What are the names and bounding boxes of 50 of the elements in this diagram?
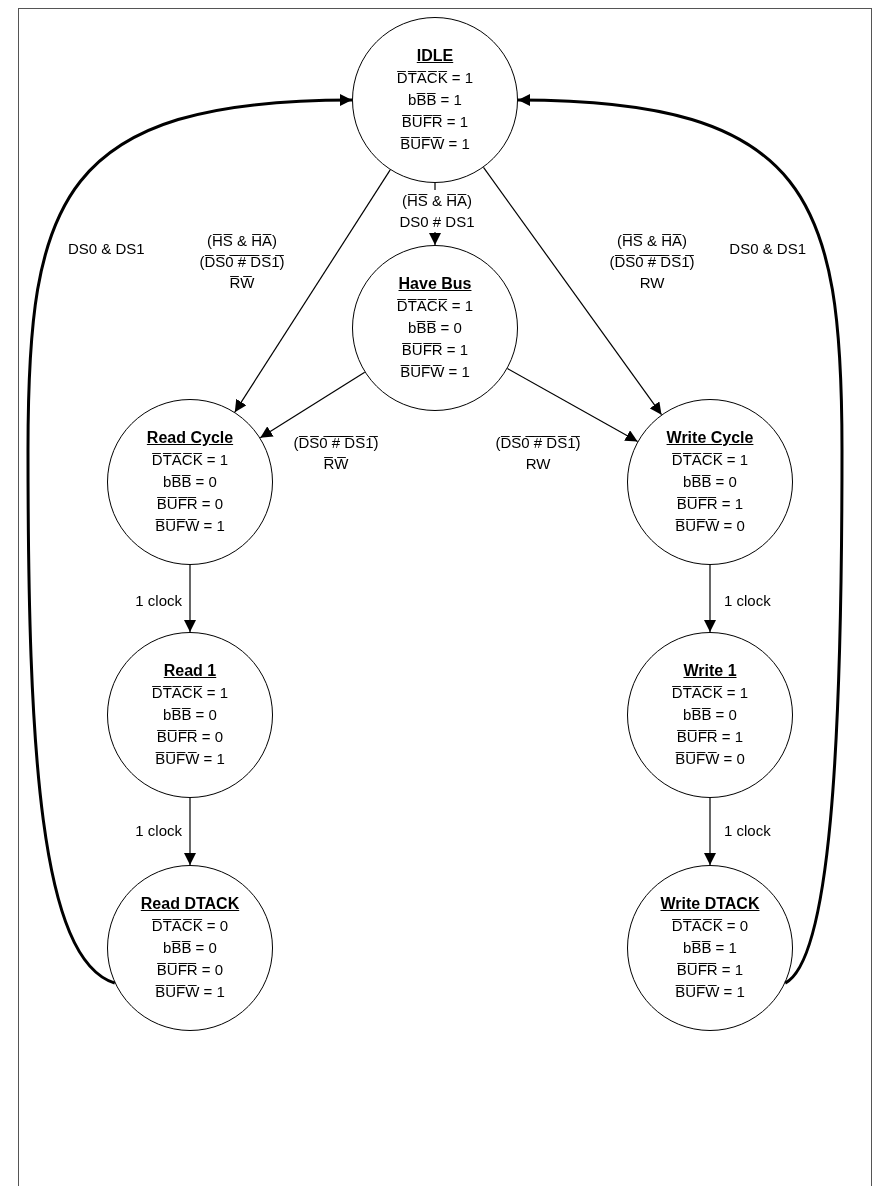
state-output: B̅U̅F̅R̅ = 1	[676, 727, 744, 747]
state-output: B̅U̅F̅W̅ = 1	[400, 362, 470, 382]
state-output: bB̅B̅ = 0	[683, 472, 737, 492]
state-output: B̅U̅F̅R̅ = 1	[676, 494, 744, 514]
state-output: B̅U̅F̅W̅ = 0	[675, 749, 745, 769]
state-output: D̅T̅A̅C̅K̅ = 1	[671, 450, 749, 470]
state-output: B̅U̅F̅R̅ = 1	[401, 340, 469, 360]
state-name: Read DTACK	[140, 894, 240, 914]
state-name: Write Cycle	[666, 428, 754, 448]
state-output: bB̅B̅ = 0	[163, 472, 217, 492]
state-output: bB̅B̅ = 0	[163, 938, 217, 958]
transition-arrow	[259, 371, 366, 439]
state-output: bB̅B̅ = 0	[408, 318, 462, 338]
state-output: B̅U̅F̅W̅ = 1	[155, 982, 225, 1002]
state-output: bB̅B̅ = 1	[683, 938, 737, 958]
transition-arrow	[184, 797, 196, 866]
state-output: D̅T̅A̅C̅K̅ = 1	[396, 296, 474, 316]
state-output: B̅U̅F̅W̅ = 1	[675, 982, 745, 1002]
state-output: D̅T̅A̅C̅K̅ = 0	[671, 916, 749, 936]
state-name: IDLE	[416, 46, 454, 66]
state-output: D̅T̅A̅C̅K̅ = 1	[671, 683, 749, 703]
state-name: Write 1	[683, 661, 737, 681]
transition-arrow	[482, 166, 663, 416]
state-name: Have Bus	[398, 274, 472, 294]
state-name: Write DTACK	[660, 894, 760, 914]
state-output: D̅T̅A̅C̅K̅ = 0	[151, 916, 229, 936]
transition-arrow	[517, 94, 844, 985]
state-output: B̅U̅F̅R̅ = 1	[401, 112, 469, 132]
state-output: bB̅B̅ = 0	[163, 705, 217, 725]
state-output: B̅U̅F̅W̅ = 1	[155, 749, 225, 769]
transition-arrow	[704, 797, 716, 866]
state-name: Read 1	[163, 661, 217, 681]
state-output: B̅U̅F̅R̅ = 0	[156, 494, 224, 514]
state-output: B̅U̅F̅R̅ = 1	[676, 960, 744, 980]
state-output: B̅U̅F̅R̅ = 0	[156, 727, 224, 747]
transition-arrow	[26, 94, 353, 985]
state-name: Read Cycle	[146, 428, 234, 448]
transition-arrow	[506, 367, 639, 443]
state-output: B̅U̅F̅W̅ = 1	[400, 134, 470, 154]
state-output: D̅T̅A̅C̅K̅ = 1	[396, 68, 474, 88]
state-output: bB̅B̅ = 1	[408, 90, 462, 110]
transition-arrow	[184, 564, 196, 633]
state-output: B̅U̅F̅W̅ = 0	[675, 516, 745, 536]
state-output: bB̅B̅ = 0	[683, 705, 737, 725]
state-output: B̅U̅F̅W̅ = 1	[155, 516, 225, 536]
state-output: D̅T̅A̅C̅K̅ = 1	[151, 450, 229, 470]
transition-arrow	[234, 169, 391, 413]
transition-arrow	[704, 564, 716, 633]
state-output: B̅U̅F̅R̅ = 0	[156, 960, 224, 980]
state-output: D̅T̅A̅C̅K̅ = 1	[151, 683, 229, 703]
